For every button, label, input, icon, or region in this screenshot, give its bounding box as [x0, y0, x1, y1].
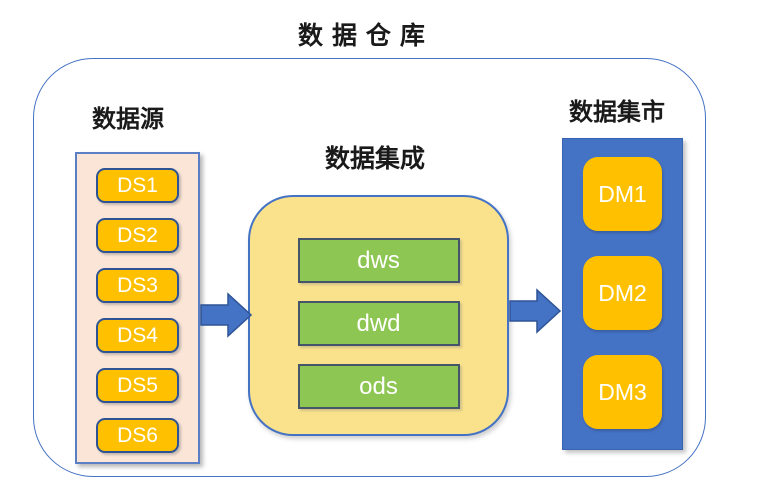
dm-box: DM1 — [583, 157, 662, 231]
dm-box: DM2 — [583, 256, 662, 330]
ds-box: DS3 — [96, 268, 179, 303]
ds-box: DS4 — [96, 318, 179, 353]
warehouse-boundary-box — [33, 58, 706, 477]
ds-box: DS1 — [96, 168, 179, 203]
integration-panel: dws dwd ods — [248, 195, 509, 436]
dw-layer-box: dwd — [297, 301, 460, 346]
source-section-label: 数据源 — [92, 106, 164, 133]
source-panel: DS1 DS2 DS3 DS4 DS5 DS6 — [75, 152, 200, 464]
dm-box: DM3 — [583, 355, 662, 429]
integration-section-label: 数据集成 — [325, 145, 426, 173]
ds-box: DS2 — [96, 218, 179, 253]
ds-box: DS6 — [96, 418, 179, 453]
flow-arrow-icon — [200, 292, 253, 338]
ds-box: DS5 — [96, 368, 179, 403]
flow-arrow-icon — [509, 288, 562, 334]
diagram-title: 数 据 仓 库 — [298, 22, 426, 50]
dw-layer-box: ods — [297, 364, 460, 409]
mart-section-label: 数据集市 — [569, 99, 665, 126]
dw-layer-box: dws — [297, 238, 460, 283]
mart-panel: DM1 DM2 DM3 — [562, 138, 683, 450]
